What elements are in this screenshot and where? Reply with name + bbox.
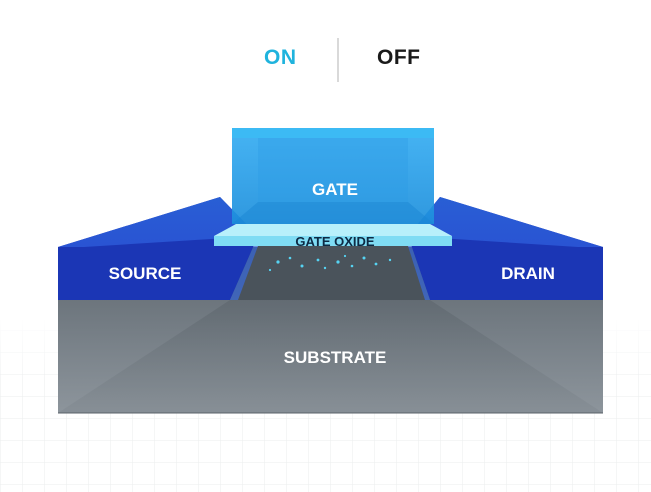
on-off-toggle: ON OFF (0, 38, 651, 82)
gate-label: GATE (312, 180, 358, 199)
gate-oxide-label: GATE OXIDE (295, 234, 375, 249)
source-label: SOURCE (109, 264, 182, 283)
on-toggle-button[interactable]: ON (264, 46, 297, 69)
gate-oxide-layer (214, 224, 452, 246)
substrate-label: SUBSTRATE (284, 348, 387, 367)
drain-label: DRAIN (501, 264, 555, 283)
channel-region (238, 246, 425, 300)
toggle-divider (337, 38, 339, 82)
off-toggle-button[interactable]: OFF (377, 46, 421, 69)
gate-block (232, 128, 434, 224)
drain-region (396, 197, 603, 300)
